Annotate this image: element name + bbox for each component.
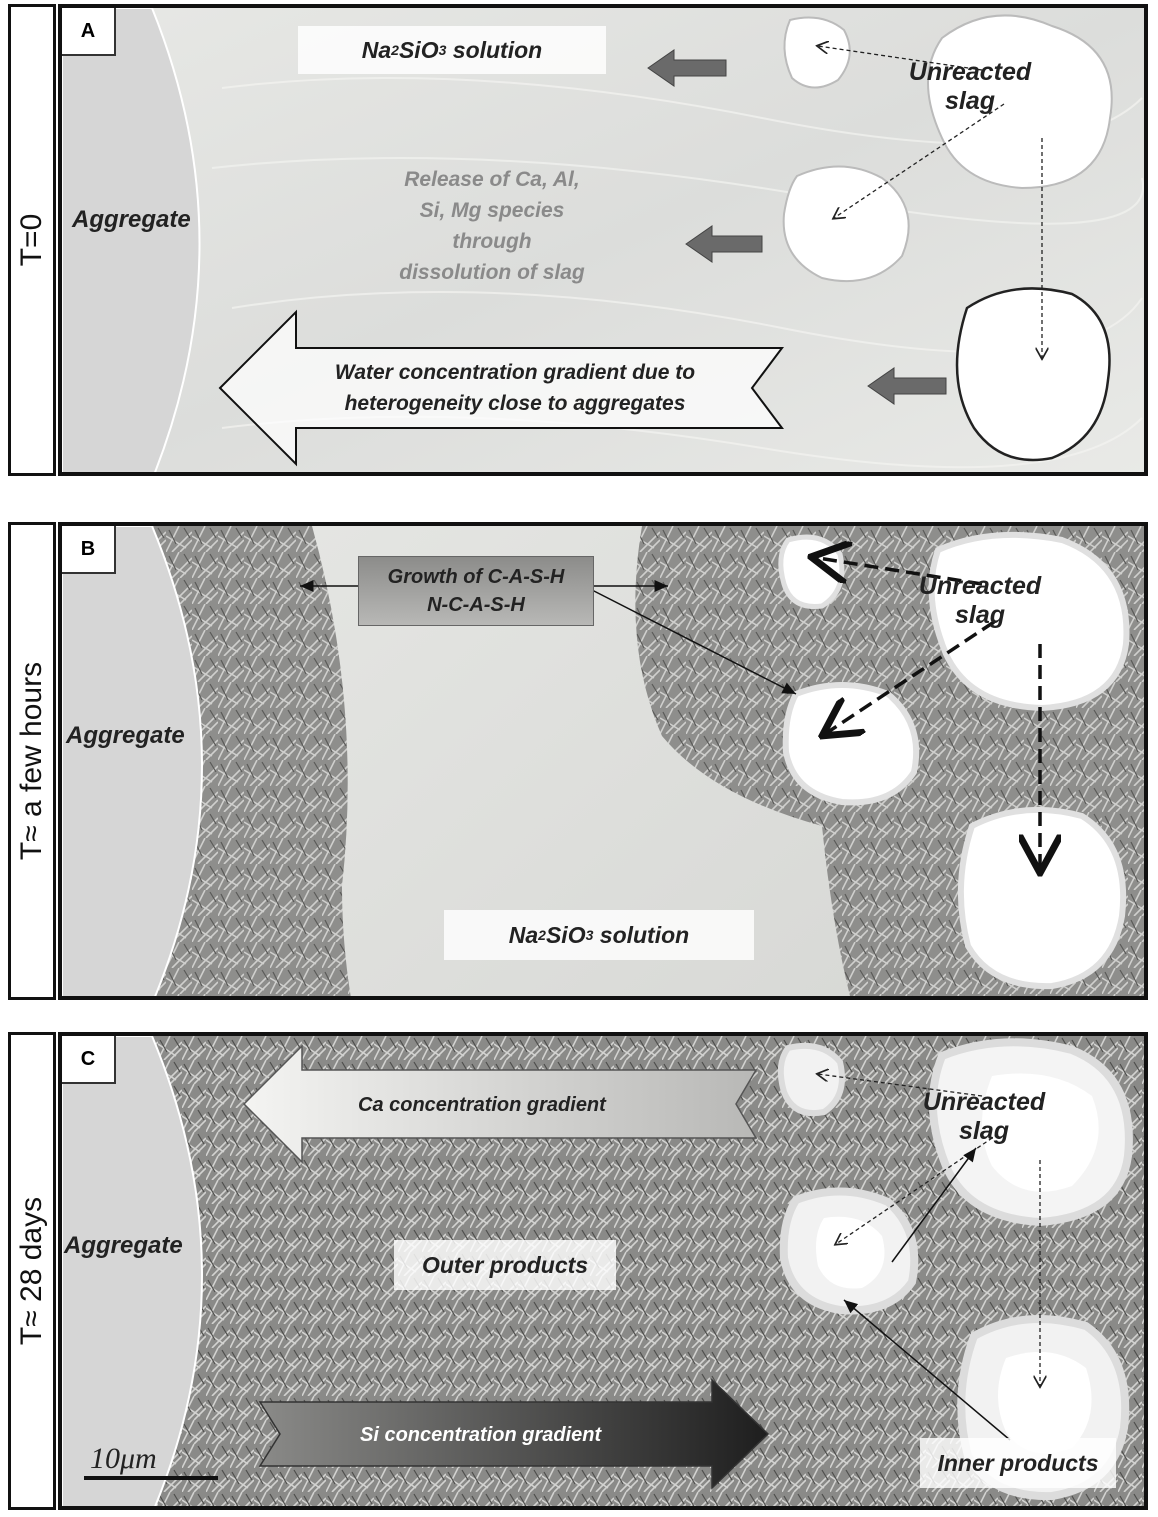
aggregate-label: Aggregate — [64, 1232, 183, 1259]
time-label: T=0 — [15, 213, 48, 267]
aggregate-label: Aggregate — [66, 722, 185, 749]
time-label-box: T≈ a few hours — [8, 522, 56, 1000]
scale-label: 10μm — [90, 1442, 157, 1475]
outer-products-label: Outer products — [394, 1240, 616, 1290]
dashed-arrow — [818, 558, 983, 586]
slag-particle — [782, 682, 920, 806]
release-arrow — [867, 367, 947, 405]
ca-gradient-arrow — [242, 1044, 758, 1164]
panel-b-scene — [62, 526, 1144, 996]
slag-particle — [927, 14, 1113, 190]
ca-gradient-label: Ca concentration gradient — [358, 1094, 606, 1116]
inner-products-arrow — [843, 1299, 1011, 1441]
growth-arrow — [591, 589, 797, 695]
time-label-box: T=0 — [8, 4, 56, 476]
slag-particle — [777, 1042, 845, 1116]
slag-particle — [783, 16, 851, 89]
inner-products-arrow — [891, 1147, 977, 1263]
panel-a-scene — [62, 8, 1144, 472]
water-gradient-arrow — [218, 309, 784, 467]
panel-letter: C — [62, 1036, 116, 1084]
inner-products-label: Inner products — [920, 1438, 1116, 1488]
release-arrow — [647, 49, 727, 87]
solution-region — [312, 526, 851, 996]
time-label: T≈ a few hours — [15, 661, 48, 861]
panel-letter: B — [62, 526, 116, 574]
dashed-arrow — [828, 620, 995, 732]
slag-core — [816, 1216, 885, 1289]
time-label-box: T≈ 28 days — [8, 1032, 56, 1510]
slag-particle — [957, 806, 1127, 990]
aggregate-label: Aggregate — [72, 206, 191, 233]
slag-particle — [782, 165, 910, 283]
slag-particle — [778, 534, 845, 610]
panel-c: T≈ 28 days — [8, 1032, 1148, 1510]
dashed-arrow — [834, 103, 1005, 218]
slag-core — [998, 1351, 1092, 1454]
slag-particle — [928, 531, 1130, 712]
panel-b: T≈ a few hours — [8, 522, 1148, 1000]
slag-particle — [955, 287, 1111, 462]
aggregate-shape — [62, 8, 201, 472]
si-gradient-label: Si concentration gradient — [360, 1424, 602, 1446]
si-gradient-arrow — [258, 1378, 770, 1490]
release-arrow — [685, 225, 763, 263]
panel-letter: A — [62, 8, 116, 56]
slag-core — [982, 1073, 1099, 1192]
time-label: T≈ 28 days — [15, 1196, 48, 1346]
panel-a: T=0 — [8, 4, 1148, 476]
dashed-arrow — [836, 1133, 999, 1244]
panel-c-image: C Aggregate Ca concentration gradient Un… — [58, 1032, 1148, 1510]
aggregate-shape — [62, 526, 203, 996]
